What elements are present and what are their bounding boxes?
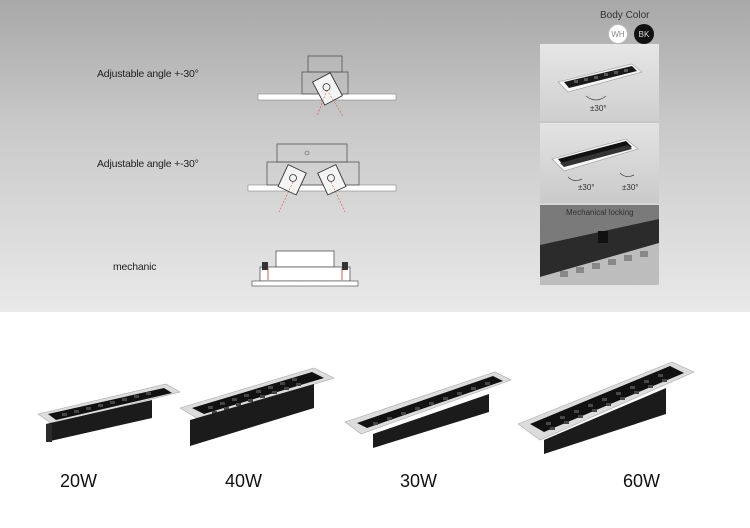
- body-color-title: Body Color: [600, 10, 650, 21]
- drawing-double-tilt: [247, 143, 397, 213]
- product-label-60w: 60W: [623, 471, 661, 491]
- angle-label-left: ±30°: [578, 183, 595, 192]
- photo-single-angle: ±30°: [540, 44, 659, 121]
- product-40w: [179, 367, 335, 446]
- product-label-20w: 20W: [60, 471, 98, 491]
- drawing-mechanic: [251, 250, 359, 287]
- color-swatch-black[interactable]: BK: [634, 24, 654, 44]
- angle-label-single: ±30°: [590, 104, 607, 113]
- product-20w: [37, 383, 181, 442]
- color-swatch-white[interactable]: WH: [608, 24, 628, 44]
- annotation-adjustable-angle-2: Adjustable angle +-30°: [97, 158, 199, 170]
- annotation-adjustable-angle-1: Adjustable angle +-30°: [97, 68, 199, 80]
- product-30w: [344, 371, 512, 448]
- angle-label-right: ±30°: [622, 183, 639, 192]
- photo-double-angle: ±30° ±30°: [540, 123, 659, 203]
- mechanical-locking-caption: Mechanical locking: [566, 208, 634, 217]
- product-label-30w: 30W: [400, 471, 438, 491]
- photo-mechanical-locking: Mechanical locking: [540, 205, 659, 285]
- product-60w: [517, 361, 695, 454]
- drawing-single-tilt: [257, 55, 397, 117]
- product-label-40w: 40W: [225, 471, 263, 491]
- annotation-mechanic: mechanic: [113, 261, 157, 273]
